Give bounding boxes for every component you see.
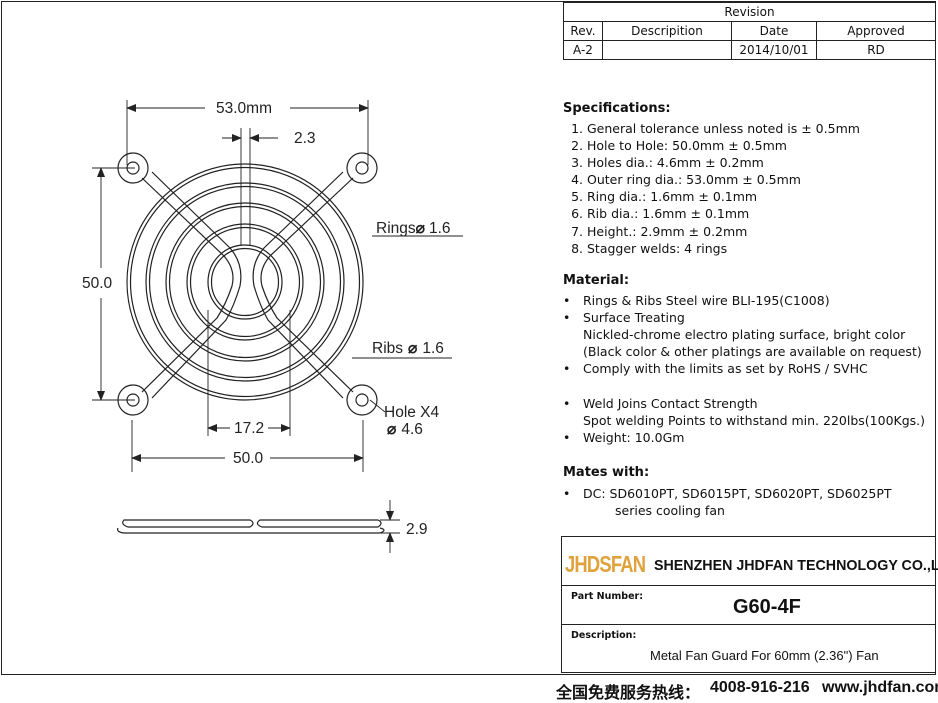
list-item: •Weld Joins Contact Strength (563, 395, 758, 411)
specs-list: 1.General tolerance unless noted is ± 0.… (562, 120, 860, 257)
dim-ribs-val: 1.6 (422, 340, 444, 357)
dim-rings-label: Rings (376, 220, 416, 237)
diameter-symbol: ⌀ (408, 340, 418, 357)
mates-title: Mates with: (563, 465, 650, 480)
diameter-symbol: ⌀ (416, 220, 426, 237)
dim-ribs-label: Ribs (372, 340, 403, 357)
date-value: 2014/10/01 (731, 40, 817, 60)
dim-hole-count: Hole X4 (384, 404, 440, 421)
specs-title: Specifications: (563, 101, 671, 116)
date-header: Date (731, 21, 817, 41)
dim-offset: 2.3 (294, 130, 316, 147)
dim-height: 50.0 (82, 275, 113, 292)
list-item: 2.Hole to Hole: 50.0mm ± 0.5mm (571, 138, 787, 154)
list-item: 1.General tolerance unless noted is ± 0.… (571, 121, 860, 136)
list-item-continued: Nickled-chrome electro plating surface, … (583, 327, 906, 343)
fan-guard-drawing: 53.0mm 2.3 50.0 Rings⌀1.6 Ribs⌀1.6 Hole … (82, 100, 463, 553)
dim-thickness: 2.9 (406, 521, 428, 538)
description-header: Descripition (602, 21, 732, 41)
dim-hole-val: 4.6 (401, 421, 423, 438)
list-item-continued: Spot welding Points to withstand min. 22… (583, 412, 926, 428)
description-value (602, 40, 732, 60)
list-item: •Weight: 10.0Gm (563, 429, 685, 445)
hotline-label: 全国免费服务热线： (556, 683, 701, 702)
dimension-lines (92, 100, 463, 553)
dimension-labels: 53.0mm 2.3 50.0 Rings⌀1.6 Ribs⌀1.6 Hole … (82, 100, 451, 538)
part-number-label: Part Number: (571, 591, 643, 602)
dim-width-bottom: 50.0 (233, 450, 264, 467)
list-item: •DC: SD6010PT, SD6015PT, SD6020PT, SD602… (563, 486, 892, 501)
website-link[interactable]: www.jhdfan.com (822, 679, 938, 696)
approved-value: RD (816, 40, 936, 60)
part-description: Metal Fan Guard For 60mm (2.36") Fan (650, 648, 879, 663)
list-item: •Comply with the limits as set by RoHS /… (563, 361, 868, 377)
list-spacer (563, 377, 925, 394)
company-row: JHDSFAN SHENZHEN JHDFAN TECHNOLOGY CO.,L… (562, 537, 938, 586)
rev-value: A-2 (563, 40, 603, 60)
title-block: JHDSFAN SHENZHEN JHDFAN TECHNOLOGY CO.,L… (561, 536, 938, 673)
mates-list: •DC: SD6010PT, SD6015PT, SD6020PT, SD602… (563, 485, 892, 519)
material-title: Material: (563, 273, 630, 288)
list-item: 3.Holes dia.: 4.6mm ± 0.2mm (571, 155, 764, 171)
diameter-symbol: ⌀ (387, 421, 397, 438)
dim-width-top: 53.0mm (216, 100, 272, 117)
dim-hole: ⌀4.6 (387, 421, 423, 438)
list-item: 4.Outer ring dia.: 53.0mm ± 0.5mm (571, 172, 801, 188)
hotline-phone: 4008-916-216 (710, 679, 810, 696)
dim-rings: Rings⌀1.6 (376, 220, 451, 237)
list-item: 7.Height.: 2.9mm ± 0.2mm (571, 223, 748, 239)
part-number: G60-4F (733, 596, 801, 618)
part-number-row: Part Number: (562, 586, 935, 625)
list-item: •Rings & Ribs Steel wire BLI-195(C1008) (563, 293, 830, 308)
list-item: •Surface Treating (563, 310, 685, 326)
list-item-continued: series cooling fan (615, 503, 725, 519)
description-label: Description: (571, 630, 637, 641)
list-item-continued: (Black color & other platings are availa… (583, 344, 922, 360)
list-item: 6.Rib dia.: 1.6mm ± 0.1mm (571, 206, 750, 222)
dim-ribs: Ribs ⌀1.6 (372, 340, 444, 357)
drawing-border (1, 1, 936, 675)
material-list: •Rings & Ribs Steel wire BLI-195(C1008) … (563, 292, 925, 446)
list-item: 8.Stagger welds: 4 rings (571, 240, 728, 256)
company-name: SHENZHEN JHDFAN TECHNOLOGY CO.,LTD (654, 557, 938, 574)
company-logo: JHDSFAN (565, 551, 646, 577)
guard-outline (117, 152, 385, 534)
approved-header: Approved (816, 21, 936, 41)
rev-header: Rev. (563, 21, 603, 41)
list-item: 5.Ring dia.: 1.6mm ± 0.1mm (571, 189, 758, 205)
dim-rings-val: 1.6 (429, 220, 451, 237)
revision-table: Revision Rev. Descripition Date Approved… (563, 2, 936, 60)
dim-inner: 17.2 (234, 420, 264, 437)
revision-title: Revision (563, 2, 936, 22)
